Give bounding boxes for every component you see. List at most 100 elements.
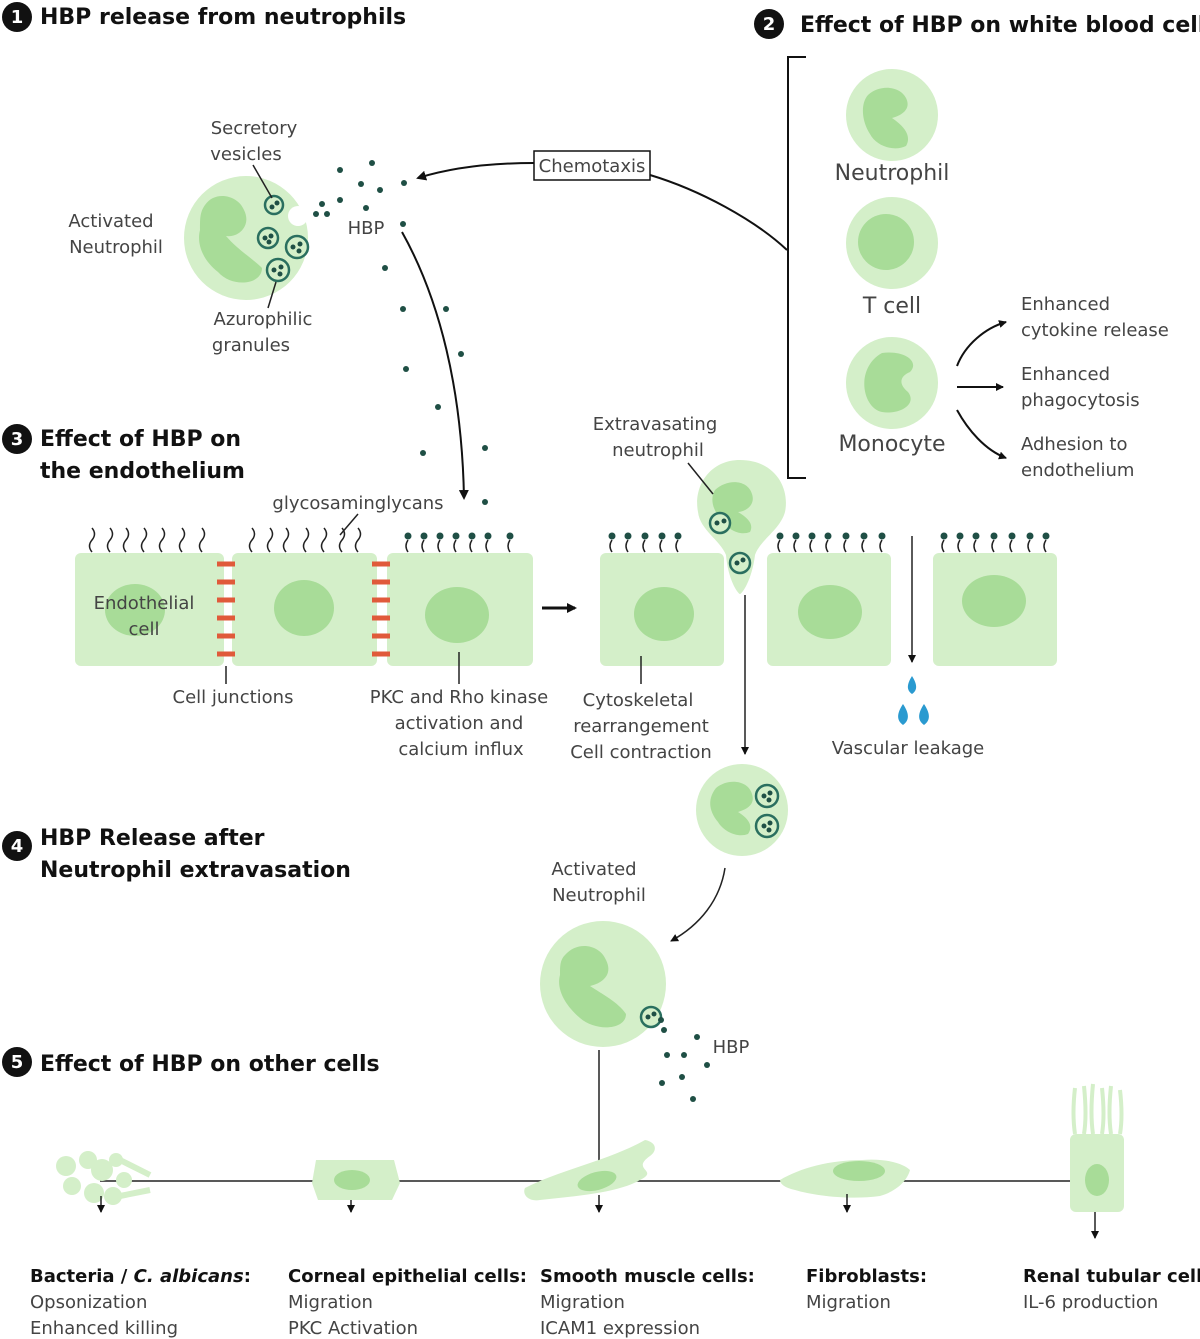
- leak-droplets: [898, 676, 929, 725]
- activated-neutrophil-top: [184, 176, 310, 300]
- chemotaxis-connector: [649, 174, 788, 251]
- fibroblast-icon: [780, 1159, 910, 1198]
- endothelium-left: [75, 553, 533, 666]
- section-2-title: Effect of HBP on white blood cells: [800, 13, 1200, 38]
- step-2-badge: [754, 9, 784, 39]
- step-2-number: 2: [763, 14, 776, 35]
- target-bacteria-name: Bacteria / C. albicans:: [30, 1266, 251, 1287]
- chemotaxis-label: Chemotaxis: [539, 156, 646, 177]
- hbp-to-endothelium-arrow: [401, 231, 469, 500]
- monocyte: [846, 337, 938, 429]
- t-cell: [846, 197, 938, 289]
- azurophilic-granule: [265, 257, 291, 283]
- secretory-vesicles-label-2: vesicles: [210, 144, 281, 165]
- target-corneal-name: Corneal epithelial cells:: [288, 1266, 527, 1287]
- section-5-title: Effect of HBP on other cells: [40, 1052, 380, 1077]
- cell-junctions-2: [372, 561, 390, 657]
- chemotaxis-arrow: [416, 162, 535, 181]
- secretory-vesicle: [263, 194, 285, 216]
- step-5-badge: [2, 1047, 32, 1077]
- effect-2-line1: Enhanced: [1021, 364, 1110, 385]
- azurophilic-granule: [754, 813, 780, 839]
- secretory-vesicles-label-1: Secretory: [211, 118, 298, 139]
- azurophilic-granule: [284, 234, 310, 260]
- section-2-header: 2 Effect of HBP on white blood cells: [754, 9, 1200, 39]
- target-smooth-muscle-effect-1: Migration: [540, 1292, 625, 1313]
- step-4-badge: [2, 831, 32, 861]
- endothelium-right: [600, 553, 1057, 666]
- step-3-badge: [2, 424, 32, 454]
- azurophilic-granule: [728, 551, 752, 575]
- azurophilic-label-1: Azurophilic: [214, 309, 313, 330]
- section-1-title: HBP release from neutrophils: [40, 5, 406, 30]
- azurophilic-pointer: [267, 281, 277, 309]
- section-3-header: 3 Effect of HBP on the endothelium: [2, 424, 245, 484]
- effect-2-line2: phagocytosis: [1021, 390, 1140, 411]
- neutrophil-wbc: [846, 69, 938, 161]
- t-cell-label: T cell: [862, 294, 921, 319]
- glyco-pointer: [339, 513, 359, 536]
- cytokine-arrow: [956, 320, 1007, 367]
- neutrophil-nucleus: [199, 195, 262, 283]
- step-5-number: 5: [11, 1052, 24, 1073]
- target-renal-effect-1: IL-6 production: [1023, 1292, 1158, 1313]
- glycocalyx-left: [88, 527, 362, 553]
- glycocalyx-bound-hbp: [404, 532, 514, 553]
- glycocalyx-bound-hbp-right: [608, 532, 1050, 553]
- hbp-label: HBP: [348, 218, 385, 239]
- cell-junctions-1: [217, 561, 235, 657]
- droplet-icon: [898, 704, 908, 725]
- vesicle-fusion-pore: [288, 206, 308, 226]
- renal-tubular-cell-icon: [1070, 1083, 1124, 1212]
- extravasating-label-2: neutrophil: [612, 440, 704, 461]
- cell-junctions-label: Cell junctions: [173, 687, 294, 708]
- effect-3-line1: Adhesion to: [1021, 434, 1128, 455]
- activation-arrow: [670, 867, 726, 942]
- effect-1-line1: Enhanced: [1021, 294, 1110, 315]
- hbp-particles-2: [658, 1017, 710, 1102]
- hbp-particles: [313, 160, 488, 505]
- target-renal-name: Renal tubular cells:: [1023, 1266, 1200, 1287]
- glycosaminoglycans-label: glycosaminglycans: [272, 493, 443, 514]
- step-3-number: 3: [11, 429, 24, 450]
- step-4-number: 4: [11, 836, 24, 857]
- target-bacteria-effect-2: Enhanced killing: [30, 1318, 178, 1339]
- extravasating-pointer: [687, 462, 714, 495]
- activated-neutrophil-bottom: [540, 921, 666, 1047]
- pkc-label-2: activation and: [395, 713, 524, 734]
- step-1-number: 1: [11, 7, 24, 28]
- activated-neutrophil-label-2: Neutrophil: [69, 237, 163, 258]
- target-bacteria-effect-1: Opsonization: [30, 1292, 147, 1313]
- smooth-muscle-cell-icon: [524, 1140, 655, 1201]
- secretory-pointer: [252, 164, 273, 199]
- activated-neutrophil-2-label-1: Activated: [551, 859, 636, 880]
- corneal-epithelial-cell-icon: [312, 1160, 400, 1200]
- pkc-label-1: PKC and Rho kinase: [370, 687, 549, 708]
- target-smooth-muscle: Smooth muscle cells: Migration ICAM1 exp…: [540, 1266, 755, 1339]
- target-smooth-muscle-name: Smooth muscle cells:: [540, 1266, 755, 1287]
- endothelial-cell-label-2: cell: [129, 619, 160, 640]
- target-corneal-effect-2: PKC Activation: [288, 1318, 418, 1339]
- monocyte-label: Monocyte: [838, 432, 945, 457]
- section-4-title-line2: Neutrophil extravasation: [40, 858, 351, 883]
- droplet-icon: [919, 704, 929, 725]
- vascular-leakage-label: Vascular leakage: [832, 738, 985, 759]
- section-1-header: 1 HBP release from neutrophils: [2, 2, 406, 32]
- target-fibroblasts-effect-1: Migration: [806, 1292, 891, 1313]
- azurophilic-granule: [639, 1005, 663, 1029]
- section-4-header: 4 HBP Release after Neutrophil extravasa…: [2, 826, 351, 883]
- target-smooth-muscle-effect-2: ICAM1 expression: [540, 1318, 700, 1339]
- neutrophil-wbc-nucleus: [862, 87, 909, 149]
- hbp-label-2: HBP: [713, 1037, 750, 1058]
- chemotaxis-box: [533, 150, 651, 181]
- endothelial-cell-label-1: Endothelial: [94, 593, 195, 614]
- cytoskeletal-label-3: Cell contraction: [570, 742, 712, 763]
- extravasating-neutrophil: [697, 460, 786, 594]
- monocyte-nucleus: [864, 352, 914, 413]
- azurophilic-label-2: granules: [212, 335, 290, 356]
- target-bacteria: Bacteria / C. albicans: Opsonization Enh…: [30, 1266, 251, 1339]
- target-fibroblasts: Fibroblasts: Migration: [806, 1266, 927, 1313]
- t-cell-nucleus: [858, 214, 914, 270]
- target-renal: Renal tubular cells: IL-6 production: [1023, 1266, 1200, 1313]
- azurophilic-granule: [754, 783, 780, 809]
